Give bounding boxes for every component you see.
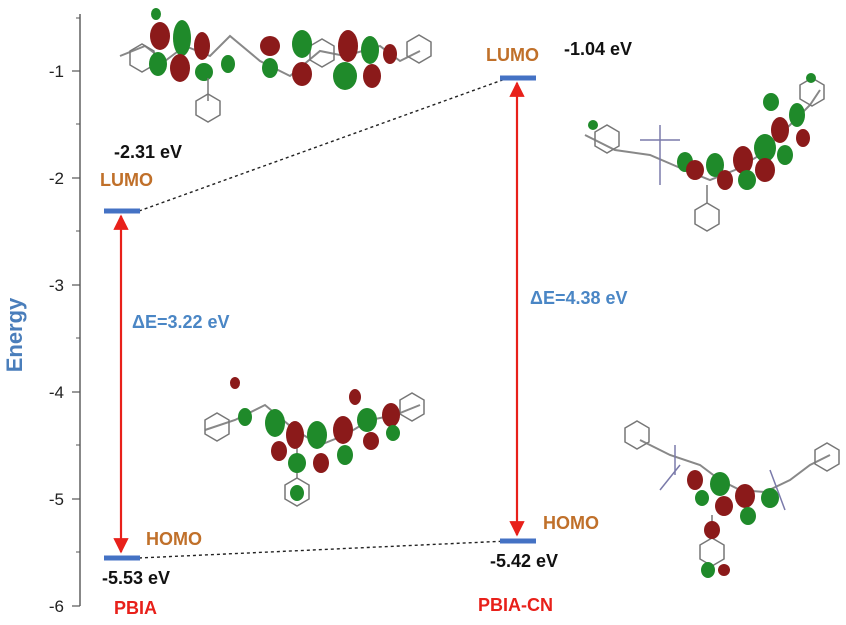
pbia-homo-label: HOMO (146, 529, 202, 549)
tick-label: -1 (49, 62, 64, 81)
pbia-lumo-orbital-image (119, 8, 432, 123)
pbia-homo-orbital-image (204, 377, 425, 507)
pbia-lumo-label: LUMO (100, 170, 153, 190)
pbia-cn-gap-label: ΔE=4.38 eV (530, 288, 628, 308)
tick-label: -2 (49, 169, 64, 188)
tick-label: -3 (49, 276, 64, 295)
tick-label: -5 (49, 490, 64, 509)
tick-label: -4 (49, 383, 64, 402)
pbia-cn-name: PBIA-CN (478, 595, 553, 615)
pbia-name: PBIA (114, 598, 157, 618)
pbia-cn-homo-label: HOMO (543, 513, 599, 533)
pbia-cn-lumo-label: LUMO (486, 45, 539, 65)
tick-label: -6 (49, 597, 64, 616)
energy-axis: -1 -2 -3 -4 -5 -6 Energy (2, 14, 81, 616)
pbia-cn-lumo-orbital-image (584, 73, 825, 232)
lumo-connector (138, 77, 509, 212)
pbia-cn-levels: LUMO -1.04 eV ΔE=4.38 eV HOMO -5.42 eV P… (478, 39, 632, 615)
pbia-homo-value: -5.53 eV (102, 568, 170, 588)
pbia-cn-homo-value: -5.42 eV (490, 551, 558, 571)
pbia-lumo-value: -2.31 eV (114, 142, 182, 162)
axis-title: Energy (2, 297, 27, 372)
homo-connector (138, 540, 509, 559)
pbia-levels: -2.31 eV LUMO ΔE=3.22 eV HOMO -5.53 eV P… (100, 142, 230, 618)
pbia-gap-label: ΔE=3.22 eV (132, 312, 230, 332)
pbia-cn-homo-orbital-image (624, 420, 840, 578)
pbia-cn-lumo-value: -1.04 eV (564, 39, 632, 59)
